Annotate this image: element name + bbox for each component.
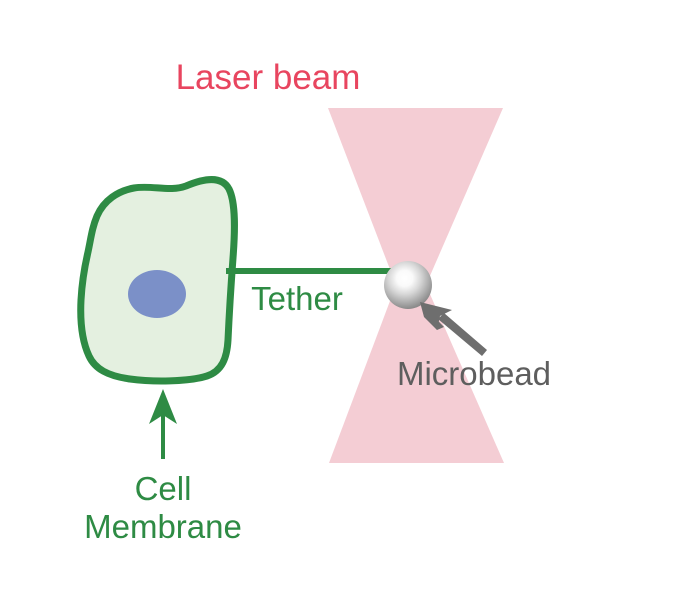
label-tether-text: Tether <box>251 280 343 317</box>
label-microbead: Microbead <box>0 357 700 390</box>
laser-beam-upper-cone <box>328 108 503 285</box>
label-cell-membrane-line1: Cell <box>134 470 192 507</box>
label-tether: Tether <box>0 282 700 315</box>
cell-membrane-arrow <box>149 389 177 459</box>
label-microbead-text: Microbead <box>396 355 552 392</box>
label-laser-beam-text: Laser beam <box>175 58 361 97</box>
cell-nucleus <box>128 270 186 318</box>
microbead-pointer-arrow <box>420 302 487 356</box>
label-cell-membrane: Cell Membrane <box>0 470 700 546</box>
microbead-sphere <box>384 261 432 309</box>
label-laser-beam: Laser beam <box>0 60 700 95</box>
label-cell-membrane-line2: Membrane <box>84 507 242 545</box>
laser-beam-lower-cone <box>329 285 504 463</box>
